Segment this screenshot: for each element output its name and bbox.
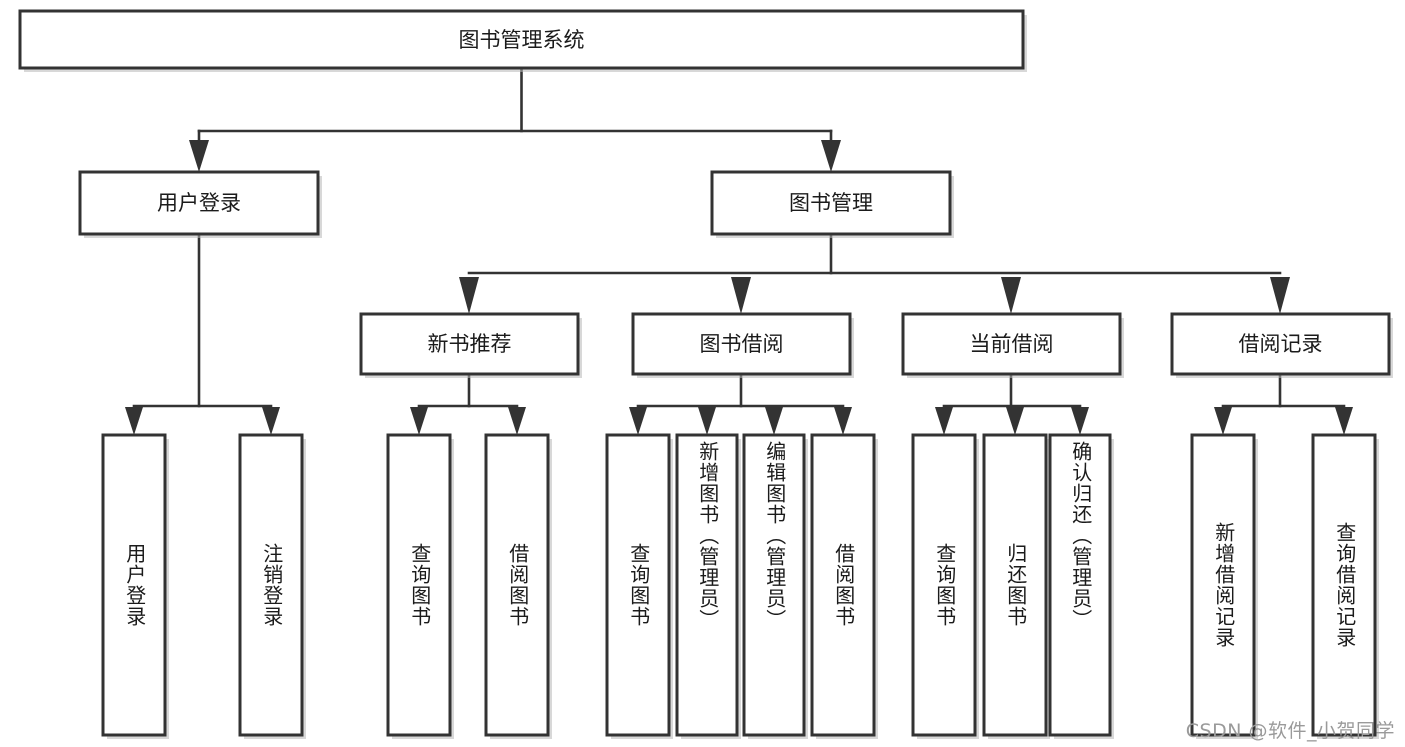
node-user-login[interactable] xyxy=(78,170,320,236)
node-leaf-query-book-borrow[interactable] xyxy=(605,433,671,737)
arrowhead-current-borrow xyxy=(1001,277,1021,314)
node-leaf-user-login[interactable] xyxy=(101,433,167,737)
arrowhead-book-borrow xyxy=(731,277,751,314)
arrowhead-leaf-add-record xyxy=(1214,407,1232,435)
arrowhead-leaf-query-record xyxy=(1335,407,1353,435)
node-leaf-add-book[interactable] xyxy=(675,433,739,737)
arrowhead-leaf-query-book-current xyxy=(935,407,953,435)
node-root-label: 图书管理系统 xyxy=(459,28,585,52)
node-book-borrow-label: 图书借阅 xyxy=(700,332,784,356)
arrowhead-leaf-return-book xyxy=(1006,407,1024,435)
node-leaf-borrow-book[interactable] xyxy=(810,433,876,737)
node-leaf-borrow-book-rec[interactable] xyxy=(484,433,550,737)
node-leaf-return-book[interactable] xyxy=(982,433,1048,737)
node-borrow-record-label: 借阅记录 xyxy=(1239,332,1323,356)
arrowhead-leaf-add-book xyxy=(698,407,716,435)
node-current-borrow[interactable] xyxy=(901,312,1122,376)
nodes-layer: 图书管理系统 用户登录 图书管理 新书推荐 图书借阅 当前借阅 借阅记录 xyxy=(18,9,1393,739)
arrowhead-book-manage xyxy=(821,140,841,172)
arrowhead-new-book-recommend xyxy=(459,277,479,314)
csdn-watermark: CSDN @软件_小贺同学 xyxy=(1185,720,1395,742)
arrowhead-leaf-edit-book xyxy=(765,407,783,435)
arrowhead-leaf-query-book-rec xyxy=(410,407,428,435)
node-leaf-confirm-return[interactable] xyxy=(1048,433,1112,737)
node-leaf-edit-book[interactable] xyxy=(742,433,806,737)
arrowhead-leaf-logout xyxy=(262,407,280,435)
edges-layer xyxy=(125,66,1353,435)
node-leaf-add-record[interactable] xyxy=(1190,433,1256,737)
node-leaf-query-book-current[interactable] xyxy=(911,433,977,737)
node-leaf-logout[interactable] xyxy=(238,433,304,737)
node-new-book-recommend[interactable] xyxy=(359,312,580,376)
arrowhead-leaf-borrow-book xyxy=(834,407,852,435)
arrowhead-leaf-user-login xyxy=(125,407,143,435)
node-book-manage-label: 图书管理 xyxy=(789,191,873,215)
node-new-book-recommend-label: 新书推荐 xyxy=(428,332,512,356)
node-book-borrow[interactable] xyxy=(631,312,852,376)
node-leaf-query-book-rec[interactable] xyxy=(386,433,452,737)
arrowhead-leaf-confirm-return xyxy=(1071,407,1089,435)
arrowhead-leaf-query-book-borrow xyxy=(629,407,647,435)
node-current-borrow-label: 当前借阅 xyxy=(970,332,1054,356)
node-book-manage[interactable] xyxy=(710,170,952,236)
arrowhead-borrow-record xyxy=(1270,277,1290,314)
arrowhead-user-login xyxy=(189,140,209,172)
arrowhead-leaf-borrow-book-rec xyxy=(508,407,526,435)
node-user-login-label: 用户登录 xyxy=(157,191,241,215)
node-root[interactable] xyxy=(18,9,1025,70)
node-leaf-query-record[interactable] xyxy=(1311,433,1377,737)
node-borrow-record[interactable] xyxy=(1170,312,1391,376)
